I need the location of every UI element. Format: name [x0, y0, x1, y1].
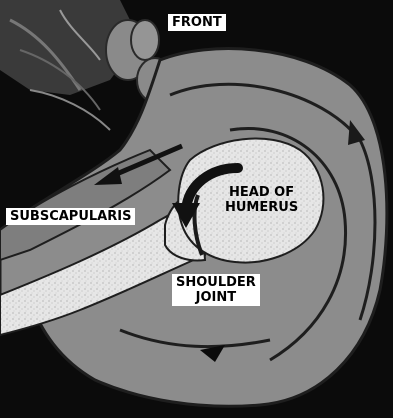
head-of-humerus-line1: HEAD OF [225, 185, 298, 200]
shoulder-joint-line1: SHOULDER [176, 275, 256, 290]
head-of-humerus-label: HEAD OF HUMERUS [225, 185, 298, 215]
head-of-humerus-line2: HUMERUS [225, 200, 298, 215]
front-label-text: FRONT [172, 15, 222, 30]
shoulder-joint-line2: JOINT [176, 290, 256, 305]
subscapularis-label: SUBSCAPULARIS [6, 208, 135, 225]
shoulder-joint-label: SHOULDER JOINT [172, 274, 260, 306]
subscapularis-label-text: SUBSCAPULARIS [10, 209, 131, 224]
front-label: FRONT [168, 14, 226, 31]
